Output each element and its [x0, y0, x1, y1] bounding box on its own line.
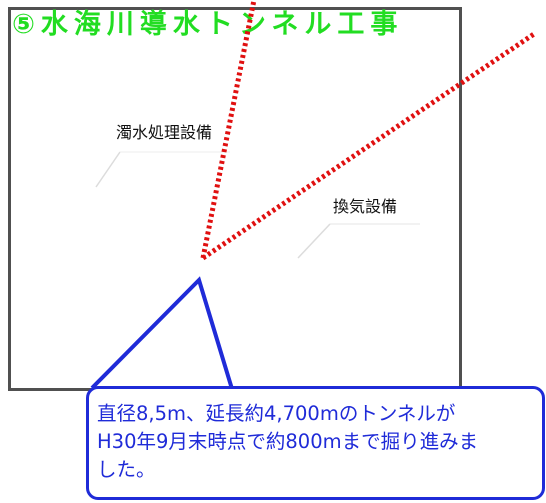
- ventilation-leader-line: [297, 223, 331, 259]
- water-treatment-leader-line: [95, 151, 121, 188]
- pointer-line-left: [200, 0, 257, 259]
- photo-frame: [8, 7, 462, 391]
- caption-line-2: H30年9月末時点で約800mまで掘り進みま: [97, 430, 479, 453]
- pointer-line-right: [201, 31, 536, 261]
- caption-callout: 直径8,5m、延長約4,700mのトンネルが H30年9月末時点で約800mまで…: [86, 386, 545, 500]
- callout-pointer: [90, 276, 234, 390]
- ventilation-label: 換気設備: [333, 197, 398, 216]
- caption-line-3: した。: [97, 458, 156, 481]
- water-treatment-label: 濁水処理設備: [116, 123, 213, 142]
- page-title: ⑤水海川導水トンネル工事: [12, 9, 404, 40]
- caption-line-1: 直径8,5m、延長約4,700mのトンネルが: [97, 402, 456, 425]
